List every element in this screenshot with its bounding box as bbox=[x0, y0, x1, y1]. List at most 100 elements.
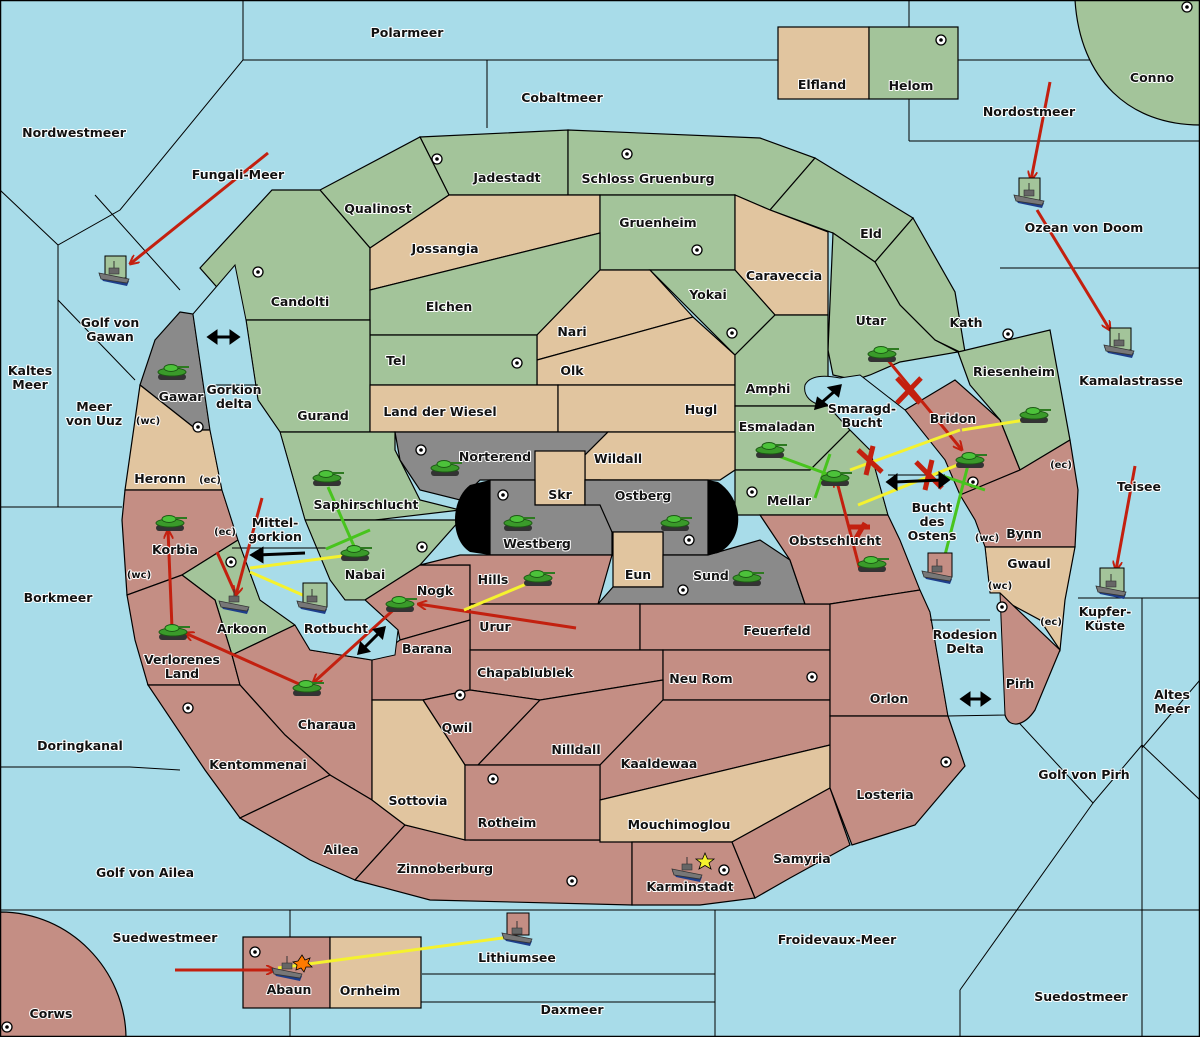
move-arrow bbox=[236, 497, 264, 595]
label-rotbucht: Rotbucht bbox=[304, 621, 368, 636]
label-suedostmeer: Suedostmeer bbox=[1034, 989, 1128, 1004]
supply-center-icon bbox=[746, 486, 758, 498]
double-arrow-icon bbox=[959, 691, 992, 707]
supply-center-icon bbox=[677, 584, 689, 596]
support-line bbox=[857, 460, 966, 507]
label-kupfer: Kupfer-Küste bbox=[1079, 604, 1132, 633]
label-schloss: Schloss Gruenburg bbox=[581, 171, 714, 186]
label-neu-rom: Neu Rom bbox=[669, 671, 732, 686]
label-norterend: Norterend bbox=[459, 449, 531, 464]
label-losteria: Losteria bbox=[856, 787, 913, 802]
territory-eun[interactable] bbox=[612, 531, 664, 588]
label-pirh: Pirh bbox=[1006, 676, 1035, 691]
label-hugl: Hugl bbox=[685, 402, 718, 417]
label-orlon: Orlon bbox=[870, 691, 909, 706]
move-arrow bbox=[418, 604, 577, 630]
supply-center-icon bbox=[416, 541, 428, 553]
labels: Polarmeer Cobaltmeer Nordwestmeer Fungal… bbox=[7, 24, 1192, 1022]
coast-label: (ec) bbox=[214, 527, 236, 538]
label-ozean: Ozean von Doom bbox=[1025, 220, 1144, 235]
failed-x-icon bbox=[856, 445, 884, 476]
move-arrow bbox=[215, 551, 238, 596]
double-arrow-icon bbox=[206, 329, 241, 345]
label-utar: Utar bbox=[856, 313, 888, 328]
label-froidevaux: Froidevaux-Meer bbox=[778, 932, 897, 947]
label-abaun: Abaun bbox=[267, 982, 312, 997]
label-heronn: Heronn bbox=[134, 471, 186, 486]
label-smaragd: Smaragd-Bucht bbox=[828, 401, 896, 430]
label-daxmeer: Daxmeer bbox=[540, 1002, 604, 1017]
supply-center-icon bbox=[683, 534, 695, 546]
sea-gorkion-delta[interactable] bbox=[192, 263, 399, 661]
move-arrow bbox=[1035, 209, 1110, 330]
supply-center-icon bbox=[691, 244, 703, 256]
label-polarmeer: Polarmeer bbox=[371, 25, 445, 40]
label-amphi: Amphi bbox=[746, 381, 791, 396]
territory-corws[interactable] bbox=[0, 911, 127, 1037]
label-conno: Conno bbox=[1130, 70, 1175, 85]
label-ornheim: Ornheim bbox=[340, 983, 400, 998]
label-nordwestmeer: Nordwestmeer bbox=[22, 125, 127, 140]
move-arrow bbox=[130, 151, 269, 264]
territory-utar[interactable] bbox=[827, 231, 960, 381]
impassable-east bbox=[708, 480, 739, 555]
label-nabai: Nabai bbox=[345, 567, 386, 582]
label-tel: Tel bbox=[386, 353, 406, 368]
supply-center-icon bbox=[621, 148, 633, 160]
dislodged-burst-icon bbox=[292, 954, 313, 973]
territory-gruenheim[interactable] bbox=[599, 194, 736, 271]
support-line bbox=[961, 418, 1026, 432]
sea-smaragd-bucht[interactable] bbox=[804, 374, 1006, 717]
supply-center-icon bbox=[1181, 1, 1193, 13]
supply-center-icon bbox=[431, 153, 443, 165]
territory-samyria[interactable] bbox=[731, 787, 851, 899]
label-land-wiesel: Land der Wiesel bbox=[383, 404, 496, 419]
territory-ornheim[interactable] bbox=[329, 936, 422, 1009]
territory-pirh[interactable] bbox=[989, 592, 1061, 725]
territory-elfland[interactable] bbox=[777, 26, 870, 100]
label-kentommenai: Kentommenai bbox=[209, 757, 307, 772]
support-line bbox=[463, 578, 537, 612]
label-gwaul: Gwaul bbox=[1007, 556, 1050, 571]
supply-center-icon bbox=[252, 266, 264, 278]
label-kamalastrasse: Kamalastrasse bbox=[1079, 373, 1183, 388]
label-samyria: Samyria bbox=[773, 851, 831, 866]
label-esmaladan: Esmaladan bbox=[739, 419, 815, 434]
coast-label: (wc) bbox=[136, 416, 160, 427]
orders-red bbox=[130, 81, 1137, 970]
label-charaua: Charaua bbox=[298, 717, 356, 732]
label-eun: Eun bbox=[625, 567, 651, 582]
label-rotheim: Rotheim bbox=[478, 815, 537, 830]
coast-label: (ec) bbox=[1050, 460, 1072, 471]
failed-x-icon bbox=[848, 521, 870, 547]
move-arrow bbox=[1116, 465, 1137, 570]
label-caraveccia: Caraveccia bbox=[746, 268, 822, 283]
label-wildall: Wildall bbox=[594, 451, 642, 466]
move-arrow bbox=[313, 602, 402, 683]
label-teisee: Teisee bbox=[1117, 479, 1161, 494]
label-corws: Corws bbox=[30, 1006, 73, 1021]
territory-conno[interactable] bbox=[1074, 0, 1200, 126]
move-arrow bbox=[836, 478, 862, 571]
supply-center-icon bbox=[935, 34, 947, 46]
label-sottovia: Sottovia bbox=[389, 793, 448, 808]
failed-x-icon bbox=[914, 459, 944, 491]
label-elfland: Elfland bbox=[798, 77, 846, 92]
label-mouchimoglou: Mouchimoglou bbox=[628, 817, 731, 832]
label-elchen: Elchen bbox=[426, 299, 473, 314]
coast-label: (wc) bbox=[988, 581, 1012, 592]
label-ailea: Ailea bbox=[323, 842, 358, 857]
label-helom: Helom bbox=[889, 78, 934, 93]
label-mellar: Mellar bbox=[767, 493, 812, 508]
double-arrow-icon bbox=[813, 384, 842, 411]
label-gawar: Gawar bbox=[159, 389, 205, 404]
move-arrow bbox=[1031, 81, 1052, 180]
label-mittelgorkion: Mittel-gorkion bbox=[248, 515, 302, 544]
double-arrow-icon bbox=[249, 546, 306, 564]
